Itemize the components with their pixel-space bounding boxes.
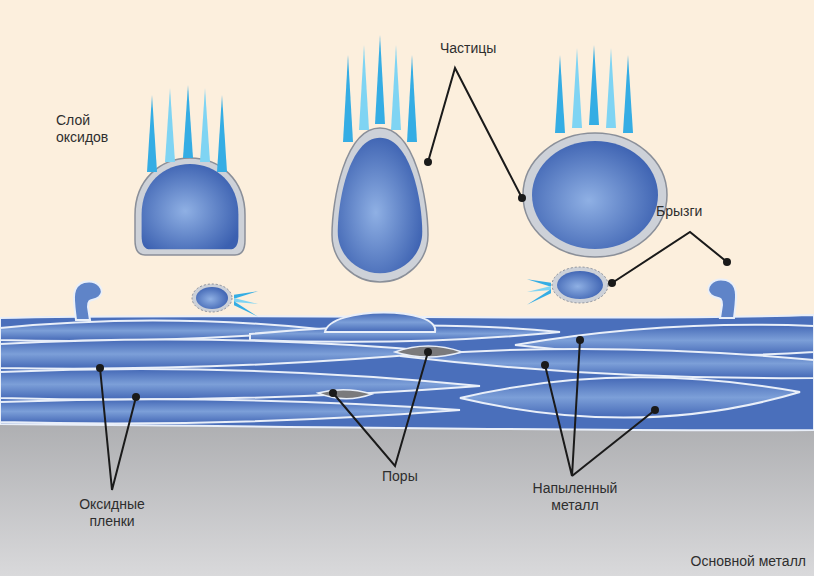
callout-label: Оксидные пленки [62,496,162,530]
motion-streak [589,45,599,125]
motion-streak [343,55,353,142]
motion-streak [234,291,258,299]
motion-streak [359,45,369,130]
motion-streak [623,55,633,133]
leader-line [100,68,727,490]
motion-streak [217,95,227,172]
splash [74,279,736,320]
particle [135,128,667,312]
callout-label: Напыленный металл [520,480,630,514]
motion-streak [527,279,551,287]
callout-label: Слой оксидов [56,112,136,146]
motion-streak [234,298,258,304]
motion-streaks [147,35,633,317]
base-metal-band: Основной металл [0,398,814,576]
motion-streak [147,95,157,172]
motion-streak [391,45,401,130]
motion-streak [234,301,258,317]
leader-dot [96,158,731,414]
callout-label: Поры [382,468,418,485]
part-label: Основной металл [691,553,806,570]
motion-streak [407,55,417,142]
callout-label: Брызги [656,203,702,220]
motion-streak [183,85,193,158]
motion-streak [375,35,385,124]
motion-streak [527,286,551,292]
pore [318,346,462,399]
motion-streak [606,48,616,128]
motion-streak [165,88,175,162]
motion-streak [555,55,565,133]
motion-streak [200,88,210,162]
motion-streak [527,289,551,305]
callout-label: Частицы [440,40,496,57]
motion-streak [572,48,582,128]
sprayed-coating [0,313,814,431]
